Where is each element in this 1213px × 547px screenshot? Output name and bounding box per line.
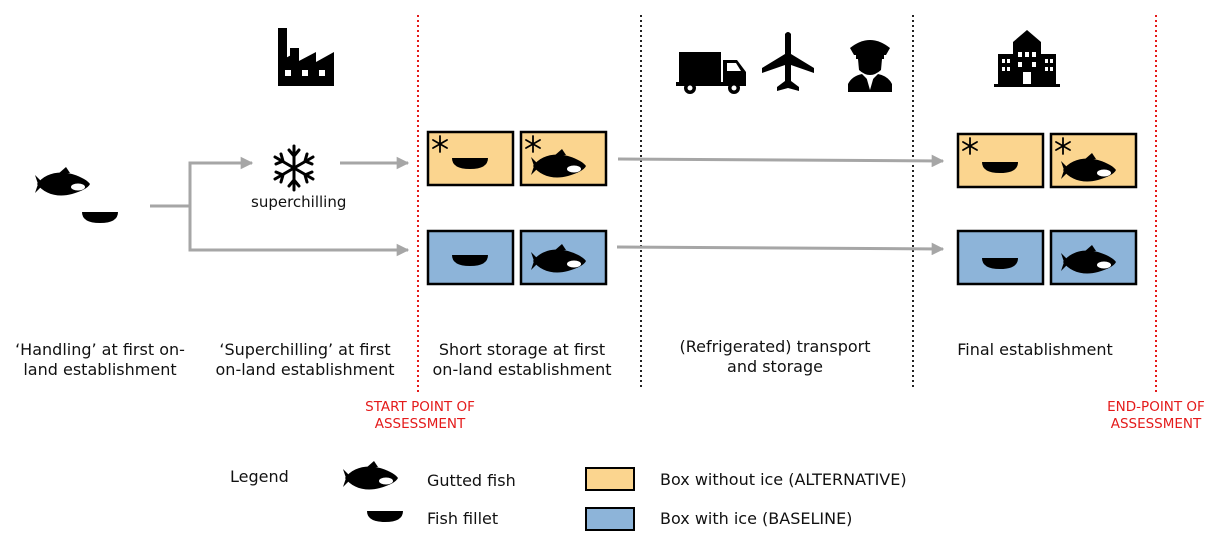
stage-label-final: Final establishment bbox=[957, 340, 1113, 359]
flow-arrows bbox=[150, 154, 945, 257]
airplane-icon bbox=[762, 32, 814, 91]
legend-label-box-without-ice: Box without ice (ALTERNATIVE) bbox=[660, 470, 907, 489]
final-base-fillet-box bbox=[956, 229, 1045, 286]
end-point-label: END-POINT OF ASSESSMENT bbox=[1107, 399, 1205, 432]
final-alt-fillet-box bbox=[956, 132, 1045, 189]
final-alt-fish-box bbox=[1049, 132, 1138, 189]
legend-box-without-ice bbox=[585, 467, 635, 491]
storage-base-fish-box bbox=[519, 229, 608, 286]
factory-icon bbox=[278, 28, 334, 86]
gutted-fish-icon bbox=[35, 167, 90, 196]
stage-label-superchilling: ‘Superchilling’ at first on-land establi… bbox=[215, 340, 395, 379]
legend-box-with-ice bbox=[585, 507, 635, 531]
snowflake-icon bbox=[273, 144, 315, 192]
start-point-label: START POINT OF ASSESSMENT bbox=[365, 399, 475, 432]
legend-label-box-with-ice: Box with ice (BASELINE) bbox=[660, 509, 853, 528]
final-base-fish-box bbox=[1049, 229, 1138, 286]
officer-icon bbox=[848, 40, 892, 92]
truck-icon bbox=[676, 52, 746, 94]
handling-fish-group bbox=[35, 167, 118, 223]
legend-label-fish-fillet: Fish fillet bbox=[427, 509, 499, 528]
stage-label-short-storage: Short storage at first on-land establish… bbox=[432, 340, 612, 379]
stage-label-transport: (Refrigerated) transport and storage bbox=[679, 337, 871, 376]
stage-label-handling: ‘Handling’ at first on- land establishme… bbox=[15, 340, 185, 379]
superchilling-label: superchilling bbox=[251, 193, 347, 211]
legend-label-gutted-fish: Gutted fish bbox=[427, 471, 516, 490]
storage-alt-fish-box bbox=[519, 130, 608, 187]
fish-fillet-icon bbox=[82, 212, 118, 223]
building-icon bbox=[994, 30, 1060, 87]
legend-title: Legend bbox=[230, 467, 289, 486]
storage-alt-fillet-box bbox=[426, 130, 515, 187]
legend-gutted-fish-icon bbox=[343, 461, 398, 490]
storage-base-fillet-box bbox=[426, 229, 515, 286]
legend-fish-fillet-icon bbox=[367, 511, 403, 522]
